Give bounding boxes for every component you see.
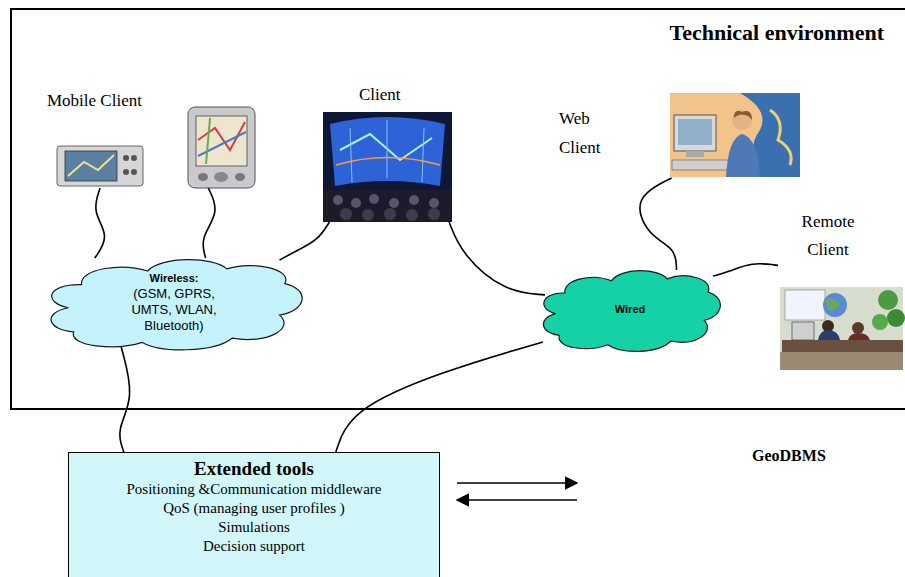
virtual-reality-theatre-picture [323,112,452,222]
box-heading: Extended tools [194,458,314,480]
extended-tools-box: Extended toolsPositioning &Communication… [68,452,440,577]
remote-office-picture [848,333,870,340]
remote-office-picture [782,340,903,352]
network-name: Wired [615,302,645,316]
virtual-reality-theatre-picture [428,208,440,220]
remote-office-picture [852,322,864,334]
geodbms-exchange-arrows [457,499,577,501]
tool-item: Positioning &Communication middleware [127,480,382,499]
virtual-reality-theatre-picture [333,195,343,205]
pda-picture [188,107,255,188]
car-navigator-picture [57,146,143,186]
mobile-client: Mobile Client [45,90,257,188]
network-link [120,347,130,452]
virtual-reality-theatre-picture [323,112,452,222]
remote-office-picture [780,287,905,370]
system-label: GeoDBMS [752,446,826,465]
remote-office-picture [818,330,840,340]
car-navigator-picture [68,155,114,176]
frame-title: Technical environment [669,20,884,46]
client-label: Client [359,84,401,106]
remote-office-picture [785,290,825,320]
virtual-reality-theatre-picture [330,117,445,186]
environment-frame: Mobile Client ClientWeb ClientRemote Clie… [10,8,905,410]
virtual-reality-theatre-picture [429,198,439,208]
remote-office-picture [878,290,898,310]
pda-picture [206,118,210,164]
virtual-reality-theatre-picture [336,158,440,166]
tool-item: Decision support [203,537,305,556]
car-navigator-picture [57,146,143,186]
geodbms-exchange-arrows [457,483,577,500]
web-user-picture [670,93,800,177]
pda-picture [196,116,247,166]
remote-office-picture [887,309,905,327]
web-user-picture [678,119,712,145]
car-navigator-picture [131,155,137,161]
client-label: Web Client [559,104,611,162]
remote-office-picture [780,352,903,370]
tool-item: QoS (managing user profiles ) [163,499,345,518]
network-link [95,188,105,258]
web-user-picture [686,151,704,157]
network-link [713,264,778,276]
virtual-reality-theatre-picture [323,190,452,222]
network-link [640,178,677,270]
car-navigator-picture [123,155,129,161]
client-label: Remote Client [792,208,864,264]
wired-cloud: Wired [537,262,723,356]
network-link [280,222,330,260]
web-user-picture [674,115,716,151]
car-navigator-picture [65,151,117,181]
pda-picture [198,173,208,181]
wireless-cloud: Wireless:(GSM, GPRS, UMTS, WLAN, Bluetoo… [42,250,306,355]
web-client: Web Client [556,104,802,178]
web-user-picture [770,110,791,165]
virtual-reality-theatre-picture [340,208,352,220]
remote-client: Remote Client [778,208,903,372]
remote-office-picture [872,314,888,330]
virtual-reality-theatre-picture [362,209,374,221]
virtual-reality-theatre-picture [389,198,399,208]
web-user-picture [670,93,800,177]
car-navigator-picture [123,169,129,175]
web-user-picture [734,111,752,120]
remote-office-picture [792,322,814,340]
connector-group [95,178,778,452]
client: Client [323,84,453,222]
virtual-reality-theatre-picture [409,195,419,205]
pda-picture [188,107,255,188]
web-user-picture [672,160,732,170]
cloud-shape [543,271,720,352]
network-link [336,342,543,452]
virtual-reality-theatre-picture [350,120,424,182]
virtual-reality-theatre-picture [351,198,361,208]
cloud-shape [51,260,302,350]
pda-picture [198,132,246,156]
tool-item: Simulations [218,518,290,537]
car-navigator-picture [131,169,137,175]
client-label: Mobile Client [47,90,142,112]
pda-picture [235,173,245,181]
web-user-picture [726,134,760,177]
network-link [449,222,545,295]
virtual-reality-theatre-picture [406,209,418,221]
virtual-reality-theatre-picture [369,194,379,204]
network-name: Wireless: [150,271,199,286]
remote-office-picture [826,299,840,311]
virtual-reality-theatre-picture [340,134,432,160]
remote-office-picture [823,293,847,317]
remote-office-picture [780,287,903,370]
pda-picture [214,172,228,182]
geodbms-exchange-arrows [457,482,577,484]
web-user-picture [732,110,752,130]
network-link [203,188,215,258]
network-list: (GSM, GPRS, UMTS, WLAN, Bluetooth) [124,286,224,334]
virtual-reality-theatre-picture [384,208,396,220]
